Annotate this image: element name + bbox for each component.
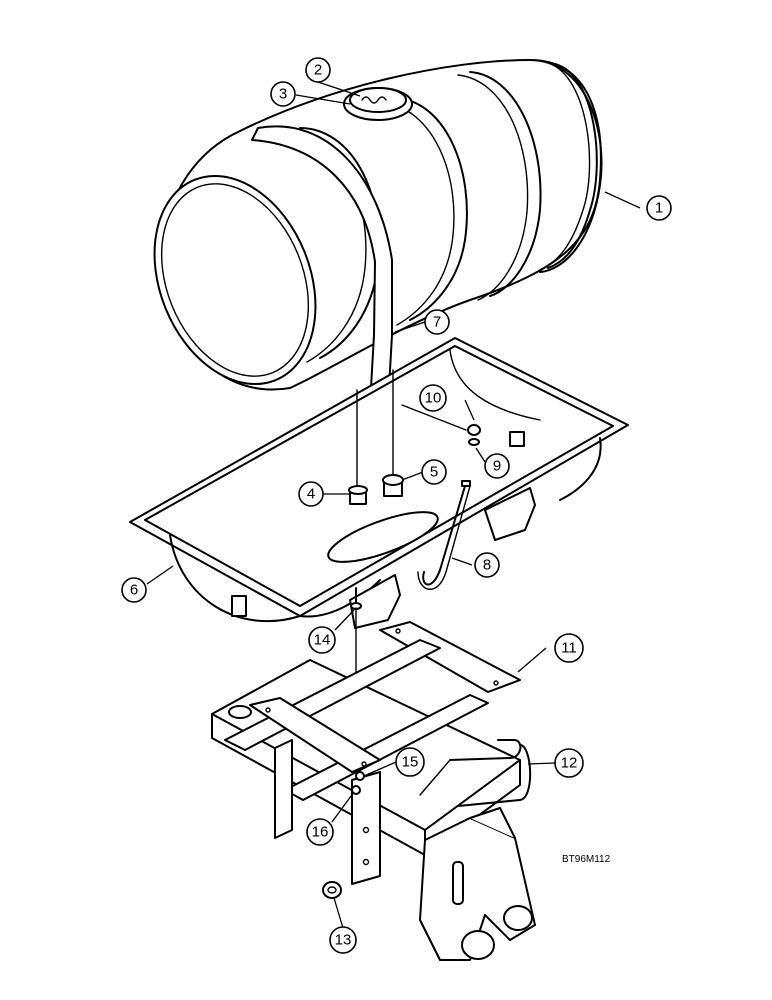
leader-lines <box>146 81 641 929</box>
callout-1: 1 <box>646 195 672 221</box>
fuel-tank <box>153 59 603 411</box>
tank-tray <box>129 337 629 629</box>
callout-3: 3 <box>270 81 296 107</box>
callout-label: 7 <box>433 314 441 331</box>
callout-7: 7 <box>424 309 450 335</box>
fitting-5 <box>382 474 404 497</box>
fitting-4 <box>348 485 368 505</box>
callout-4: 4 <box>298 481 324 507</box>
fittings <box>348 369 481 761</box>
callout-label: 12 <box>561 755 578 772</box>
callout-label: 15 <box>402 754 419 771</box>
washer-9 <box>468 438 480 446</box>
hitch-bracket <box>419 807 536 961</box>
callout-14: 14 <box>308 626 336 654</box>
callout-label: 2 <box>314 62 322 79</box>
callout-label: 4 <box>307 486 315 503</box>
nut-13 <box>322 881 342 899</box>
bracket-plate-11 <box>379 621 521 693</box>
tray-opening <box>327 511 439 563</box>
callout-10: 10 <box>419 384 447 412</box>
vent-tube <box>417 480 471 590</box>
callout-11: 11 <box>554 633 584 663</box>
callout-6: 6 <box>121 577 147 603</box>
callout-13: 13 <box>329 926 357 954</box>
callout-8: 8 <box>474 552 500 578</box>
callout-5: 5 <box>421 459 447 485</box>
u-bolt <box>419 739 532 807</box>
callout-9: 9 <box>484 453 510 479</box>
callout-label: 10 <box>425 390 442 407</box>
callout-label: 1 <box>655 200 663 217</box>
callout-label: 11 <box>561 640 577 657</box>
callout-label: 5 <box>430 464 438 481</box>
nut-10 <box>467 424 481 436</box>
callout-15: 15 <box>395 747 425 777</box>
callout-label: 13 <box>335 932 352 949</box>
callout-label: 6 <box>130 582 138 599</box>
callout-12: 12 <box>554 748 584 778</box>
callout-label: 9 <box>493 458 501 475</box>
mounting-assembly <box>211 621 521 885</box>
bolt-15 <box>355 771 365 781</box>
callout-label: 3 <box>279 86 287 103</box>
callout-2: 2 <box>305 57 331 83</box>
callout-label: 14 <box>314 632 331 649</box>
callout-label: 8 <box>483 557 491 574</box>
callout-16: 16 <box>306 818 334 846</box>
callout-label: 16 <box>312 824 329 841</box>
reference-code: BT96M112 <box>562 854 611 865</box>
